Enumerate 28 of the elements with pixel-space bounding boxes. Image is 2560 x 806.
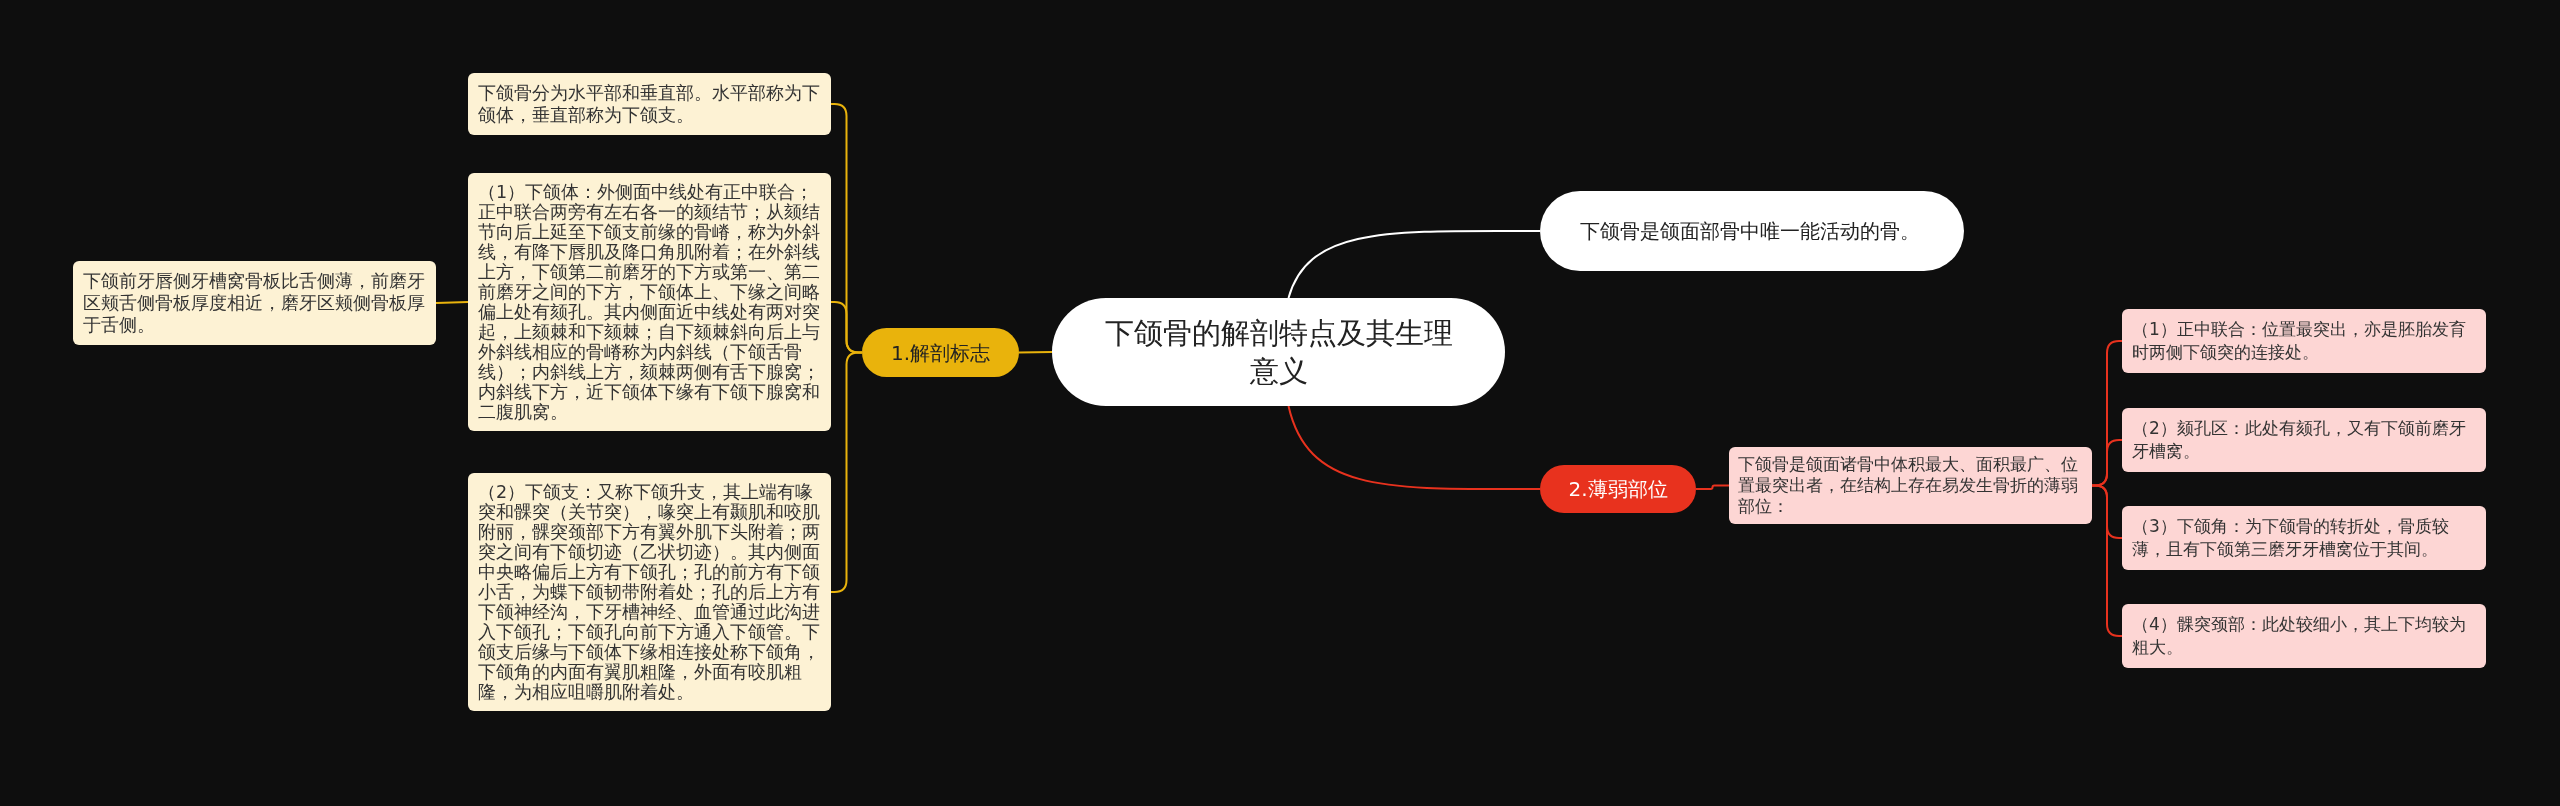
connector-line: [1287, 229, 1541, 299]
note-card: [73, 261, 436, 345]
note-card: [2122, 604, 2486, 668]
branch-pill: [1540, 465, 1696, 513]
note-card: [2122, 309, 2486, 373]
connector-line: [1287, 405, 1541, 491]
note-card: [1729, 447, 2092, 524]
connector-line: [2091, 484, 2123, 637]
node-text: （2）下颌支：又称下颌升支，其上端有喙突和髁突（关节突），喙突上有颞肌和咬肌附丽，髁突颈部下方有翼外肌下头附着；两突之间有下颌切迹（乙状切迹）。其内侧面中央略偏后上方有下颌孔；孔的前方有下颌小舌，为蝶下颌韧带附着处；孔的后上方有下颌神经沟，下牙槽神经、血管通过此沟进入下颌孔；下颌孔向前下方通入下颌管。下颌支后缘与下颌体下缘相连接处称下颌角，下颌角的内面有翼肌粗隆，外面有咬肌粗隆，为相应咀嚼肌附着处。: [478, 482, 821, 702]
node-text: 下颌骨分为水平部和垂直部。水平部称为下颌体，垂直部称为下颌支。: [478, 82, 821, 126]
node-text: 下颌骨是颌面部骨中唯一能活动的骨。: [1580, 217, 1920, 245]
node-text: 下颌骨的解剖特点及其生理意义: [1103, 315, 1454, 390]
node-text: （1）正中联合：位置最突出，亦是胚胎发育时两侧下颌突的连接处。: [2132, 318, 2467, 364]
connector-line: [1018, 351, 1053, 354]
node-text: （4）髁突颈部：此处较细小，其上下均较为粗大。: [2132, 613, 2467, 659]
node-text: （3）下颌角：为下颌骨的转折处，骨质较薄，且有下颌第三磨牙牙槽窝位于其间。: [2132, 515, 2450, 561]
node-text: 下颌前牙唇侧牙槽窝骨板比舌侧薄，前磨牙区颊舌侧骨板厚度相近，磨牙区颊侧骨板厚于舌侧。: [83, 270, 426, 336]
node-text: （2）颏孔区：此处有颏孔，又有下颌前磨牙牙槽窝。: [2132, 417, 2467, 463]
note-card: [468, 73, 831, 135]
node-text: （1）下颌体：外侧面中线处有正中联合；正中联合两旁有左右各一的颏结节；从颏结节向后上延至下颌支前缘的骨嵴，称为外斜线，有降下唇肌及降口角肌附着；在外斜线上方，下颌第二前磨牙的下方或第一、第二前磨牙之间的下方，下颌体上、下缘之间略偏上处有颏孔。其内侧面近中线处有两对突起，上颏棘和下颏棘；自下颏棘斜向后上与外斜线相应的骨嵴称为内斜线（下颌舌骨线）；内斜线上方，颏棘两侧有舌下腺窝；内斜线下方，近下颌体下缘有下颌下腺窝和二腹肌窝。: [478, 182, 821, 422]
node-text: 下颌骨是颌面诸骨中体积最大、面积最广、位置最突出者，在结构上存在易发生骨折的薄弱部位：: [1738, 454, 2079, 517]
node-text: 1.解剖标志: [890, 339, 991, 367]
branch-pill: [862, 328, 1019, 377]
connector-line: [1695, 484, 1730, 490]
node-text: 2.薄弱部位: [1568, 476, 1668, 503]
note-card: [2122, 506, 2486, 570]
note-card: [2122, 408, 2486, 472]
connector-line: [435, 301, 469, 304]
